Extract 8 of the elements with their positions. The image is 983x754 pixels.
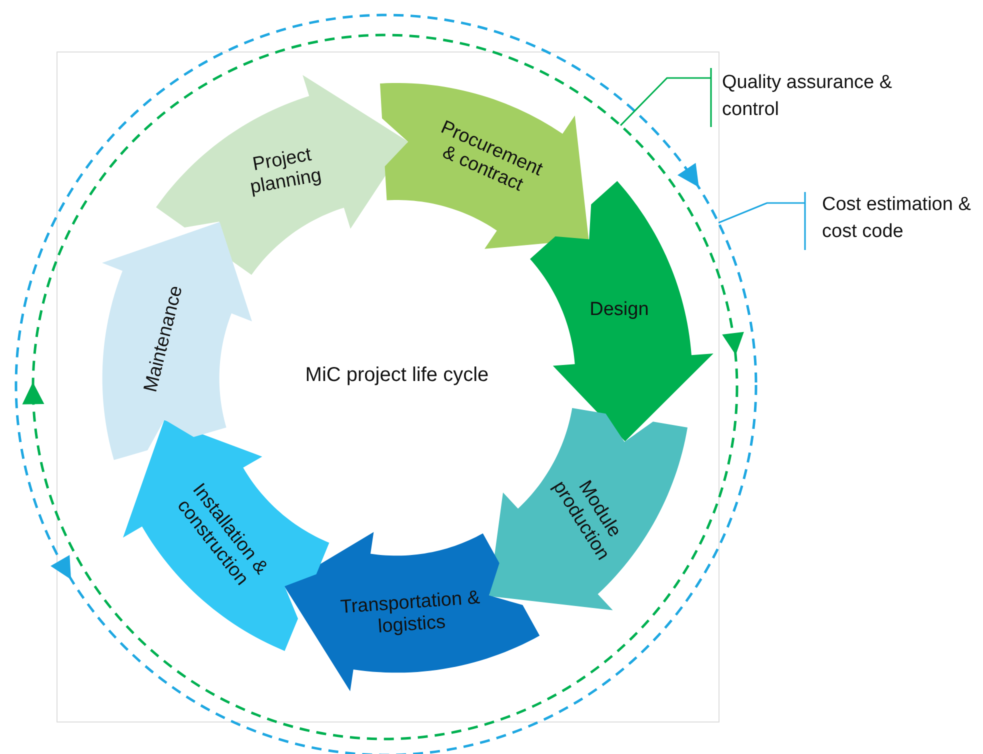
center-title: MiC project life cycle bbox=[304, 364, 490, 387]
callout-label: Cost estimation & cost code bbox=[822, 193, 972, 244]
stage-label: Design bbox=[588, 299, 650, 322]
leader-line bbox=[620, 67, 712, 128]
leader-line bbox=[718, 191, 806, 251]
stage-label: Project planning bbox=[248, 144, 324, 200]
stage-label: Transportation & logistics bbox=[339, 587, 482, 640]
callout-label: Quality assurance & control bbox=[722, 71, 894, 122]
